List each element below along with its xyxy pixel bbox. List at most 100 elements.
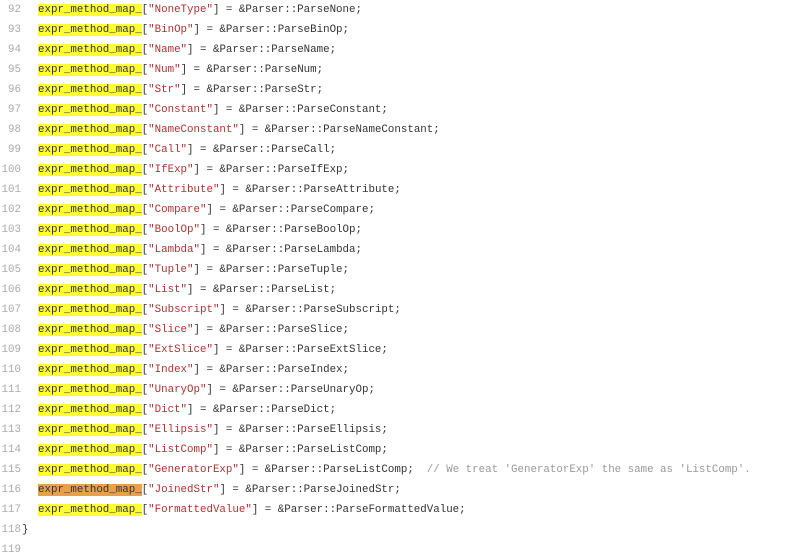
string-literal: "Lambda" — [148, 244, 200, 256]
code-text: ] = &Parser::ParseListComp; — [238, 464, 427, 476]
line-source: expr_method_map_["JoinedStr"] = &Parser:… — [38, 480, 401, 500]
bracket: [ — [141, 184, 149, 196]
bracket: [ — [141, 104, 149, 116]
bracket: [ — [141, 44, 149, 56]
line-number: 105 — [1, 264, 21, 276]
line-source: expr_method_map_["Ellipsis"] = &Parser::… — [38, 420, 388, 440]
search-match: expr_method_map_ — [38, 404, 142, 416]
code-text: ] = &Parser::ParseAttribute; — [219, 184, 401, 196]
line-number: 104 — [1, 244, 21, 256]
line-source: expr_method_map_["Dict"] = &Parser::Pars… — [38, 400, 336, 420]
line-source: expr_method_map_["Tuple"] = &Parser::Par… — [38, 260, 349, 280]
line-source: expr_method_map_["NameConstant"] = &Pars… — [38, 120, 440, 140]
code-text: ] = &Parser::ParseSlice; — [193, 324, 350, 336]
code-line: 118} — [0, 520, 796, 540]
line-number: 96 — [8, 84, 21, 96]
code-text: ] = &Parser::ParseLambda; — [200, 244, 362, 256]
line-source: expr_method_map_["Call"] = &Parser::Pars… — [38, 140, 336, 160]
code-comment: // We treat 'GeneratorExp' the same as '… — [426, 464, 751, 476]
code-line: 115 expr_method_map_["GeneratorExp"] = &P… — [0, 460, 796, 480]
code-text: ] = &Parser::ParseIndex; — [193, 364, 350, 376]
search-match: expr_method_map_ — [38, 184, 142, 196]
search-match: expr_method_map_ — [38, 424, 142, 436]
code-text: ] = &Parser::ParseNameConstant; — [238, 124, 440, 136]
code-text: ] = &Parser::ParseIfExp; — [193, 164, 350, 176]
search-match: expr_method_map_ — [38, 504, 142, 516]
string-literal: "Constant" — [148, 104, 213, 116]
line-source: expr_method_map_["Lambda"] = &Parser::Pa… — [38, 240, 362, 260]
line-number: 118 — [1, 524, 21, 536]
string-literal: "Call" — [148, 144, 188, 156]
code-line: 119 — [0, 540, 796, 560]
line-source: expr_method_map_["Slice"] = &Parser::Par… — [38, 320, 349, 340]
line-number: 108 — [1, 324, 21, 336]
search-match: expr_method_map_ — [38, 24, 142, 36]
line-source: expr_method_map_["Num"] = &Parser::Parse… — [38, 60, 323, 80]
code-text: ] = &Parser::ParseExtSlice; — [212, 344, 388, 356]
bracket: [ — [141, 244, 149, 256]
code-text: ] = &Parser::ParseTuple; — [193, 264, 350, 276]
search-match: expr_method_map_ — [38, 144, 142, 156]
code-text: ] = &Parser::ParseList; — [187, 284, 337, 296]
search-match: expr_method_map_ — [38, 284, 142, 296]
search-match: expr_method_map_ — [38, 344, 142, 356]
string-literal: "Name" — [148, 44, 188, 56]
bracket: [ — [141, 204, 149, 216]
line-number: 94 — [8, 44, 21, 56]
bracket: [ — [141, 124, 149, 136]
line-source: expr_method_map_["Attribute"] = &Parser:… — [38, 180, 401, 200]
line-source: expr_method_map_["GeneratorExp"] = &Pars… — [38, 460, 751, 480]
string-literal: "JoinedStr" — [148, 484, 220, 496]
code-line: 116 expr_method_map_["JoinedStr"] = &Pars… — [0, 480, 796, 500]
code-line: 104 expr_method_map_["Lambda"] = &Parser:… — [0, 240, 796, 260]
code-text: ] = &Parser::ParseSubscript; — [219, 304, 401, 316]
string-literal: "Dict" — [148, 404, 188, 416]
code-text: ] = &Parser::ParseListComp; — [212, 444, 388, 456]
string-literal: "BinOp" — [148, 24, 194, 36]
line-source: expr_method_map_["UnaryOp"] = &Parser::P… — [38, 380, 375, 400]
bracket: [ — [141, 284, 149, 296]
line-number: 106 — [1, 284, 21, 296]
line-source: expr_method_map_["ListComp"] = &Parser::… — [38, 440, 388, 460]
line-number: 115 — [1, 464, 21, 476]
line-source: expr_method_map_["Compare"] = &Parser::P… — [38, 200, 375, 220]
line-number: 97 — [8, 104, 21, 116]
code-text: ] = &Parser::ParseCall; — [187, 144, 337, 156]
string-literal: "Compare" — [148, 204, 207, 216]
line-source: } — [22, 524, 29, 536]
line-number: 114 — [1, 444, 21, 456]
string-literal: "Slice" — [148, 324, 194, 336]
line-source: expr_method_map_["List"] = &Parser::Pars… — [38, 280, 336, 300]
code-text: ] = &Parser::ParseFormattedValue; — [251, 504, 466, 516]
code-text: ] = &Parser::ParseBinOp; — [193, 24, 350, 36]
search-match: expr_method_map_ — [38, 384, 142, 396]
line-number: 107 — [1, 304, 21, 316]
bracket: [ — [141, 304, 149, 316]
string-literal: "IfExp" — [148, 164, 194, 176]
line-number: 116 — [1, 484, 21, 496]
string-literal: "NoneType" — [148, 4, 213, 16]
line-number: 93 — [8, 24, 21, 36]
string-literal: "BoolOp" — [148, 224, 200, 236]
search-match: expr_method_map_ — [38, 244, 142, 256]
line-source: expr_method_map_["NoneType"] = &Parser::… — [38, 0, 362, 20]
search-match: expr_method_map_ — [38, 364, 142, 376]
string-literal: "NameConstant" — [148, 124, 239, 136]
string-literal: "GeneratorExp" — [148, 464, 239, 476]
string-literal: "Tuple" — [148, 264, 194, 276]
search-match: expr_method_map_ — [38, 444, 142, 456]
code-text: ] = &Parser::ParseConstant; — [212, 104, 388, 116]
line-number: 102 — [1, 204, 21, 216]
bracket: [ — [141, 364, 149, 376]
code-text: ] = &Parser::ParseName; — [187, 44, 337, 56]
search-match: expr_method_map_ — [38, 264, 142, 276]
line-number: 98 — [8, 124, 21, 136]
